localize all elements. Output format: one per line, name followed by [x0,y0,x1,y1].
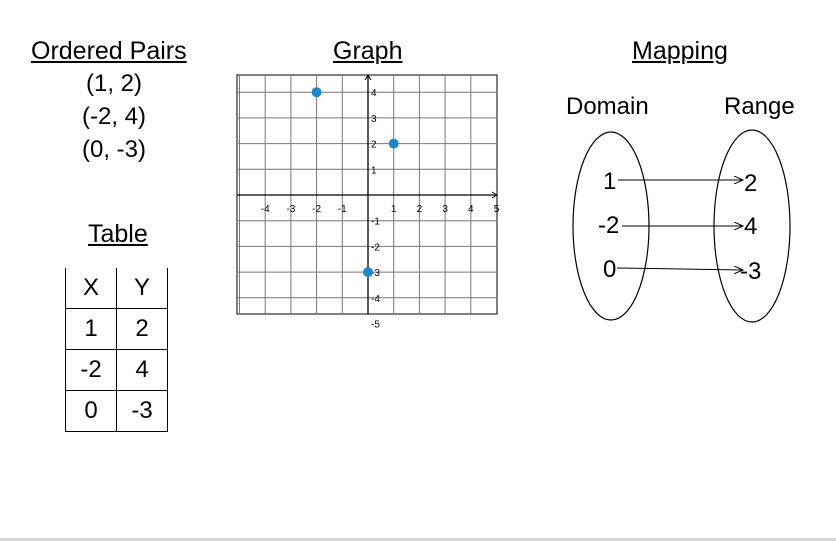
domain-value: 0 [603,256,616,283]
x-tick-label: 4 [468,204,474,215]
x-tick-label: 5 [494,204,500,215]
ordered-pair-3: (0, -3) [81,136,146,163]
x-tick-label: 2 [417,204,423,215]
x-tick-label: 3 [442,204,448,215]
y-tick-label: -3 [371,268,380,279]
table-row: 0 -3 [65,390,168,432]
y-tick-label: -1 [371,217,380,228]
table-cell-x: -2 [65,349,117,391]
table-cell-x: 1 [65,308,117,350]
y-tick-label: 1 [371,165,377,176]
x-tick-label: -3 [286,204,295,215]
domain-value: -2 [598,212,619,239]
ordered-pair-1: (1, 2) [85,70,142,97]
table-cell-y: 2 [116,308,168,350]
x-axis-arrow [491,191,498,199]
y-tick-label: -5 [371,320,380,331]
table-cell-y: 4 [116,349,168,391]
ordered-pairs-heading: Ordered Pairs [31,37,187,65]
table-header-row: X Y [65,268,168,309]
x-tick-label: -2 [312,204,321,215]
table-row: -2 4 [65,349,168,391]
graph-heading: Graph [333,37,403,65]
table-cell-y: -3 [116,390,168,432]
graph-point [311,87,322,98]
xy-table: X Y 1 2 -2 4 0 -3 [65,268,168,432]
mapping-arrow [616,268,743,270]
y-tick-label: -4 [371,294,380,305]
graph-points [311,87,399,278]
graph-point [388,138,399,149]
table-cell-x: 0 [65,390,117,432]
y-axis-arrow [364,74,372,81]
x-tick-label: -1 [338,204,347,215]
range-value: -3 [740,258,761,285]
table-heading: Table [88,220,148,248]
graph-point [363,267,373,278]
range-value: 4 [744,213,757,240]
graph-tick-labels: -4 -3 -2 -1 1 2 3 4 5 4 3 2 1 -1 -2 -3 -4 -5 [261,88,500,330]
domain-value: 1 [603,168,616,195]
y-tick-label: 3 [371,114,377,125]
x-tick-label: 1 [391,204,397,215]
y-tick-label: -2 [371,242,380,253]
table-header-x: X [65,268,117,309]
y-tick-label: 4 [371,88,377,99]
range-value: 2 [744,170,757,197]
range-label: Range [724,93,795,120]
mapping-heading: Mapping [632,37,728,65]
ordered-pair-2: (-2, 4) [81,103,146,130]
table-header-y: Y [116,268,168,309]
table-row: 1 2 [65,308,168,350]
x-tick-label: -4 [261,204,270,215]
y-tick-label: 2 [371,140,377,151]
domain-label: Domain [566,93,649,120]
bottom-rule [0,538,836,541]
